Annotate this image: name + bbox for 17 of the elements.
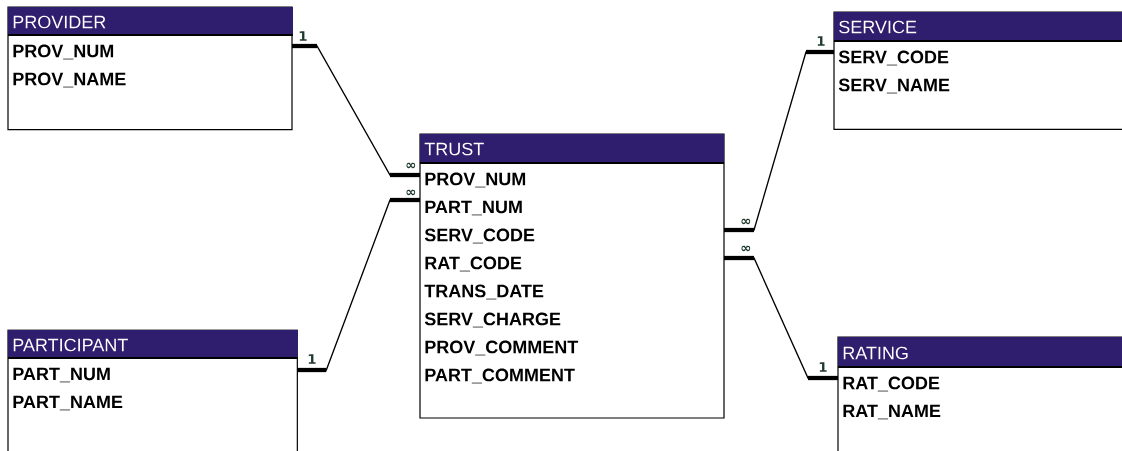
- cardinality-mark: 1: [299, 31, 307, 41]
- relationship-line: [296, 197, 421, 373]
- relationship-line: [291, 43, 421, 178]
- relationship-line: [723, 255, 839, 381]
- cardinality-mark: 1: [819, 362, 827, 372]
- relationship-line: [723, 49, 835, 233]
- table-box: SERVICE SERV_CODE SERV_NAME: [833, 11, 1122, 130]
- cardinality-mark: 1: [308, 354, 316, 364]
- table-box: PARTICIPANT PART_NUM PART_NAME: [7, 329, 299, 451]
- cardinality-mark: ∞: [406, 162, 416, 169]
- table-box: PROVIDER PROV_NUM PROV_NAME: [7, 6, 294, 131]
- cardinality-mark: 1: [817, 36, 825, 46]
- table-box: RATING RAT_CODE RAT_NAME: [837, 336, 1122, 451]
- cardinality-mark: ∞: [406, 189, 416, 196]
- table-box: TRUST PROV_NUM PART_NUM SERV_CODE RAT_CODE TRANS_DATE SERV_CHARGE PROV_COMMENT PART_COMMENT: [419, 133, 725, 419]
- cardinality-mark: ∞: [741, 218, 751, 225]
- cardinality-mark: ∞: [741, 245, 751, 252]
